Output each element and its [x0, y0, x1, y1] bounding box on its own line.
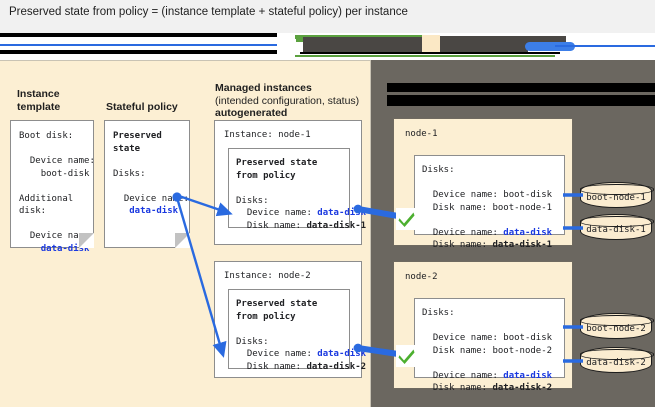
it-boot-device-value: boot-disk	[40, 168, 90, 179]
ps-disks-label: Disks:	[236, 336, 269, 347]
nd-boot-device-value: boot-disk	[503, 190, 553, 200]
page-fold-corner-icon	[175, 233, 190, 248]
artifact-cream-box	[422, 35, 440, 54]
nd-boot-device-label: Device name:	[432, 190, 504, 200]
sp-device-value: data-disk	[129, 206, 179, 216]
node-disks-box-node-2: Disks: Device name: boot-disk Disk name:…	[414, 298, 565, 393]
nd-disks-label: Disks:	[422, 165, 455, 175]
instance-card-title: Instance: node-2	[224, 271, 311, 281]
nd-boot-disk-label: Disk name:	[432, 345, 493, 356]
nd-data-disk-value: data-disk-2	[492, 383, 553, 393]
nd-data-device-value: data-disk	[503, 227, 553, 238]
disk-cylinder-boot-node-2: boot-node-2	[580, 313, 654, 339]
nd-boot-disk-label: Disk name:	[432, 202, 493, 213]
node-card-title: node-1	[405, 129, 438, 139]
ps-device-value: data-disk	[317, 349, 367, 359]
nd-boot-disk-value: boot-node-1	[492, 202, 553, 213]
ps-heading: Preserved state from policy	[236, 158, 318, 181]
column-heading-managed-instances: Managed instances (intended configuratio…	[215, 82, 375, 120]
it-additional-label: Additional disk:	[19, 193, 74, 217]
sp-device-label: Device name:	[123, 193, 189, 204]
it-add-device-value: data-disk	[40, 243, 90, 254]
disk-label: data-disk-2	[586, 357, 646, 368]
nd-data-device-label: Device name:	[432, 227, 504, 238]
artifact-dark-bar-a	[303, 37, 422, 52]
page-fold-corner-icon	[79, 233, 94, 248]
artifact-black-line-top	[0, 33, 281, 37]
node-disks-box-node-1: Disks: Device name: boot-disk Disk name:…	[414, 155, 565, 250]
disk-cylinder-boot-node-1: boot-node-1	[580, 182, 654, 208]
nd-boot-device-value: boot-disk	[503, 333, 553, 343]
nd-disks-label: Disks:	[422, 308, 455, 318]
node-card-title: node-2	[405, 272, 438, 282]
check-icon	[398, 349, 415, 364]
column-heading-stateful-policy: Stateful policy	[106, 101, 178, 113]
nd-data-disk-label: Disk name:	[432, 240, 493, 250]
stateful-policy-text: Preserved state Disks: Device name: data…	[105, 121, 189, 218]
nd-data-device-value: data-disk	[503, 370, 553, 381]
instance-template-text: Boot disk: Device name: boot-disk Additi…	[11, 121, 95, 255]
instance-card-node-1: Instance: node-1 Preserved state from po…	[214, 120, 366, 245]
column-heading-instance-template: Instance template	[17, 88, 61, 113]
nd-data-disk-label: Disk name:	[432, 383, 493, 393]
render-artifact-band	[0, 33, 655, 60]
ps-disk-value: data-disk-1	[306, 220, 367, 231]
ps-disk-value: data-disk-2	[306, 361, 367, 372]
check-badge-node-2	[396, 345, 417, 367]
title-bar: Preserved state from policy = (instance …	[0, 0, 655, 33]
artifact-black-line-left	[0, 50, 281, 54]
nd-boot-device-label: Device name:	[432, 333, 504, 343]
ps-device-label: Device name:	[246, 208, 318, 218]
ps-device-label: Device name:	[246, 349, 318, 359]
sp-heading: Preserved state	[113, 131, 162, 154]
nd-data-disk-value: data-disk-1	[492, 240, 553, 250]
nd-boot-disk-value: boot-node-2	[492, 345, 553, 356]
instance-card-node-2: Instance: node-2 Preserved state from po…	[214, 261, 366, 378]
check-icon	[398, 212, 415, 227]
managed-instances-line2: (intended configuration, status)	[215, 94, 360, 107]
ps-device-value: data-disk	[317, 208, 367, 218]
page-title: Preserved state from policy = (instance …	[9, 6, 408, 18]
disk-cylinder-data-disk-2: data-disk-2	[580, 347, 654, 373]
artifact-black-line-bottom	[300, 52, 560, 54]
redaction-bar-heading-line1	[387, 83, 655, 92]
preserved-state-box-node-2: Preserved state from policy Disks: Devic…	[228, 289, 366, 372]
instance-card-title: Instance: node-1	[224, 130, 311, 140]
artifact-blue-blob	[525, 42, 575, 51]
preserved-state-box-node-1: Preserved state from policy Disks: Devic…	[228, 148, 366, 231]
ps-disk-label: Disk name:	[246, 361, 307, 372]
ps-disks-label: Disks:	[236, 195, 269, 206]
disk-label: data-disk-1	[586, 224, 646, 235]
it-boot-device-label: Device name:	[29, 156, 95, 166]
disk-cylinder-data-disk-1: data-disk-1	[580, 214, 654, 240]
node-card-node-1: node-1 Disks: Device name: boot-disk Dis…	[393, 118, 573, 250]
managed-instances-line3: autogenerated	[215, 107, 288, 119]
managed-instances-line1: Managed instances	[215, 82, 312, 94]
it-boot-label: Boot disk:	[19, 131, 74, 141]
redaction-bar-heading-line2	[387, 95, 655, 106]
instance-template-card: Boot disk: Device name: boot-disk Additi…	[10, 120, 95, 254]
artifact-blue-line-right	[555, 45, 655, 47]
artifact-blue-line-left	[0, 44, 287, 46]
artifact-green-line-bottom	[295, 55, 555, 57]
node-card-node-2: node-2 Disks: Device name: boot-disk Dis…	[393, 261, 573, 393]
ps-heading: Preserved state from policy	[236, 299, 318, 322]
check-badge-node-1	[396, 208, 417, 230]
sp-disks-label: Disks:	[113, 168, 146, 179]
artifact-dark-bar-c	[440, 49, 528, 53]
disk-label: boot-node-2	[586, 323, 646, 334]
disk-label: boot-node-1	[586, 192, 646, 203]
stateful-policy-card: Preserved state Disks: Device name: data…	[104, 120, 190, 248]
nd-data-device-label: Device name:	[432, 370, 504, 381]
ps-disk-label: Disk name:	[246, 220, 307, 231]
